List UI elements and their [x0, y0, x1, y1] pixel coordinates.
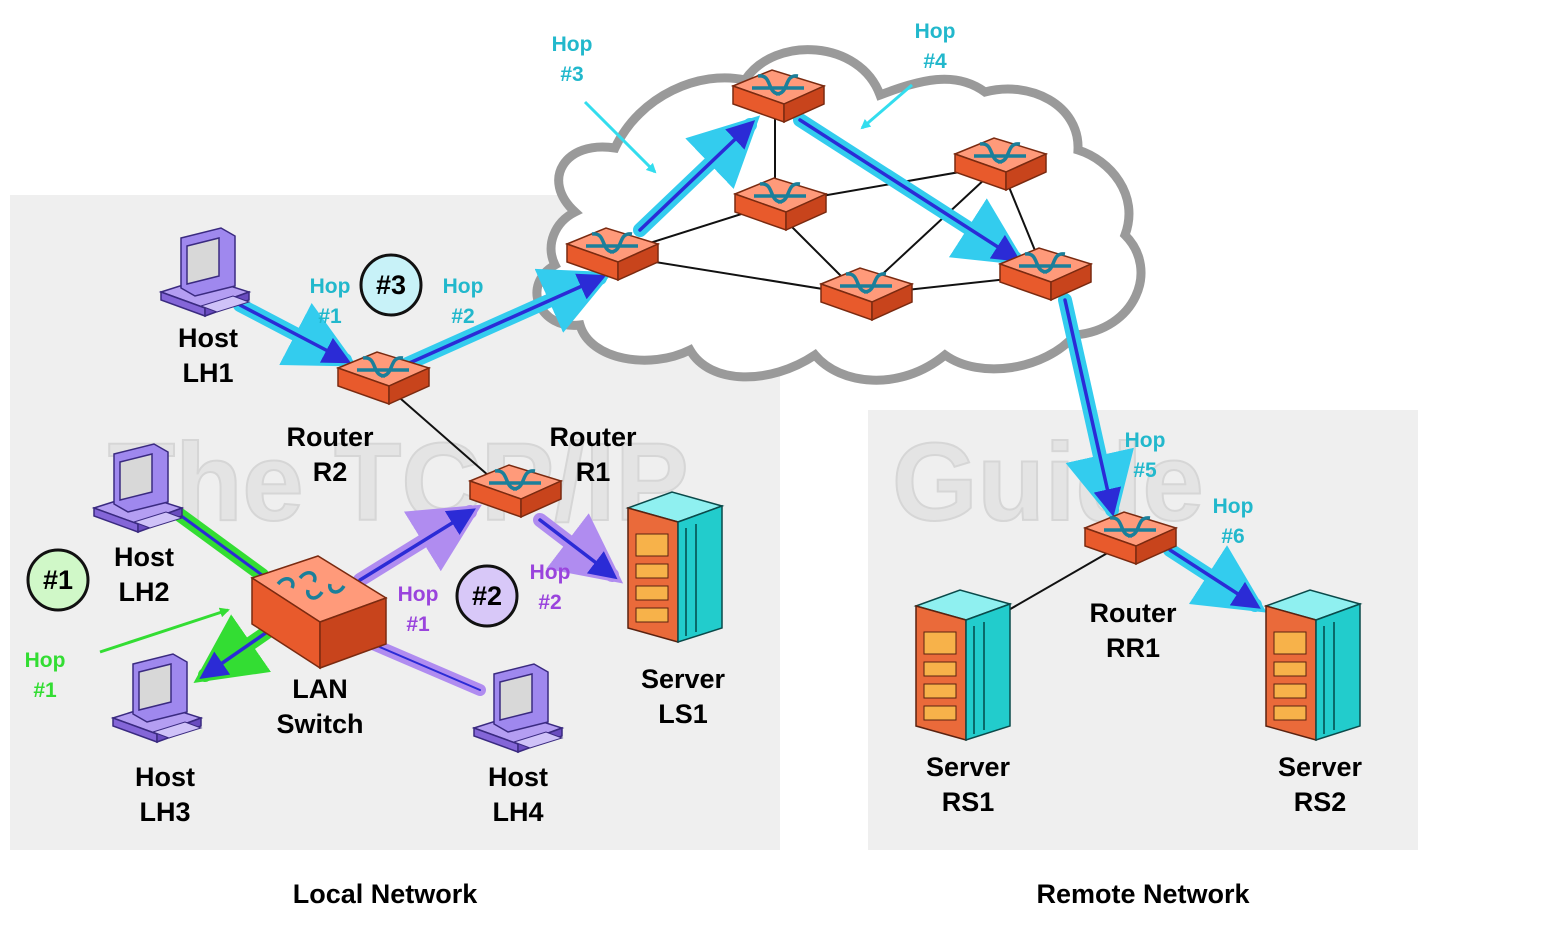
server-ls1-label-line1: Server [641, 664, 726, 694]
host-lh3-label-line1: Host [135, 762, 195, 792]
path-1-route [173, 508, 277, 683]
path-badge-3: #3 [359, 253, 423, 317]
host-lh1-label-line2: LH1 [182, 358, 233, 388]
host-lh4-label-line2: LH4 [492, 797, 543, 827]
path2-hop1-num: #1 [406, 613, 430, 636]
server-rs2-icon [1265, 589, 1361, 741]
remote-network-caption: Remote Network [1036, 879, 1250, 909]
host-lh3-label-line2: LH3 [139, 797, 190, 827]
path3-hop3-num: #3 [560, 63, 583, 86]
path3-hop4-num: #4 [923, 50, 947, 73]
local-network-caption: Local Network [293, 879, 479, 909]
internet-cloud [532, 45, 1146, 385]
path3-hop2-num: #2 [451, 305, 474, 328]
path2-hop1-word: Hop [398, 583, 439, 606]
path3-hop6-num: #6 [1221, 525, 1244, 548]
server-rs1-label-line2: RS1 [942, 787, 995, 817]
path3-hop5-word: Hop [1125, 429, 1166, 452]
path1-hop1-num: #1 [33, 679, 57, 702]
path2-hop2-word: Hop [530, 561, 571, 584]
hop3-pointer-arrow [583, 100, 657, 174]
server-rs2-label-line1: Server [1278, 752, 1363, 782]
server-rs1-icon [915, 589, 1011, 741]
router-rr1-label-line1: Router [1090, 598, 1177, 628]
lan-switch-label-line1: LAN [292, 674, 348, 704]
router-r2-label-line1: Router [287, 422, 374, 452]
path3-hop6-word: Hop [1213, 495, 1254, 518]
path-2-route [353, 504, 624, 696]
server-ls1-icon [627, 491, 723, 643]
path1-hop1-pointer-arrow [99, 607, 230, 654]
path-badge-2-text: #2 [472, 581, 502, 611]
path3-hop4-word: Hop [915, 20, 956, 43]
server-rs2-label-line2: RS2 [1294, 787, 1347, 817]
path3-hop3-word: Hop [552, 33, 593, 56]
path3-hop1-num: #1 [318, 305, 342, 328]
host-lh4-label-line1: Host [488, 762, 548, 792]
host-lh2-label-line2: LH2 [118, 577, 169, 607]
hop4-pointer-arrow [860, 83, 913, 130]
server-rs1-label-line1: Server [926, 752, 1011, 782]
path2-hop2-num: #2 [538, 591, 561, 614]
path1-hop1-word: Hop [25, 649, 66, 672]
path-badge-1: #1 [26, 548, 90, 612]
path3-hop1-word: Hop [310, 275, 351, 298]
router-r1-label-line2: R1 [576, 457, 611, 487]
host-lh1-label-line1: Host [178, 323, 238, 353]
lan-switch-icon [250, 555, 388, 670]
path-badge-3-text: #3 [376, 270, 406, 300]
path-3-route [233, 113, 1267, 613]
path3-hop5-num: #5 [1133, 459, 1157, 482]
path3-hop2-word: Hop [443, 275, 484, 298]
server-ls1-label-line2: LS1 [658, 699, 708, 729]
router-r2-label-line2: R2 [313, 457, 348, 487]
path-badge-1-text: #1 [43, 565, 73, 595]
host-lh2-label-line1: Host [114, 542, 174, 572]
path-badge-2: #2 [455, 564, 519, 628]
router-r1-label-line1: Router [550, 422, 637, 452]
lan-switch-label-line2: Switch [276, 709, 363, 739]
router-rr1-label-line2: RR1 [1106, 633, 1160, 663]
